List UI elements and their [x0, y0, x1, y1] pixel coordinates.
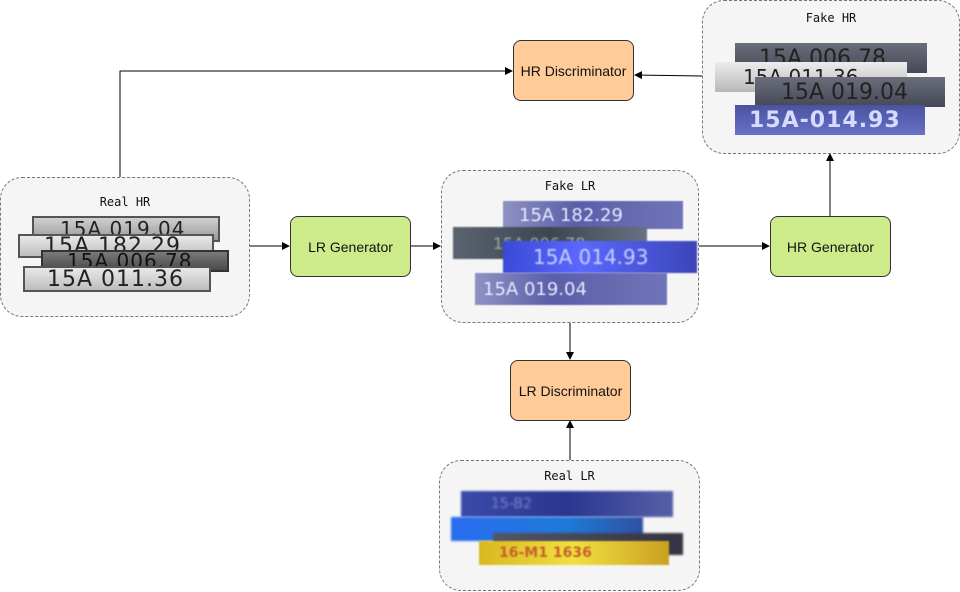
hr-discriminator-node: HR Discriminator — [513, 40, 634, 101]
real-hr-title: Real HR — [99, 195, 151, 209]
fake-lr-plate-image: 15A 014.93 — [503, 241, 697, 273]
real-lr-plate-image: 15-B2 — [461, 491, 673, 517]
fake-hr-title: Fake HR — [805, 11, 857, 25]
real-hr-plate-image: 15A 011.36 — [23, 266, 211, 292]
arrow-fakehr-to-hrdisc — [634, 71, 703, 80]
real-lr-plate-image: 16-M1 1636 — [479, 541, 669, 565]
fake-lr-plate-image: 15A 019.04 — [475, 273, 667, 305]
fake-hr-plate-image: 15A-014.93 — [735, 105, 925, 135]
fake-lr-title: Fake LR — [544, 179, 596, 193]
real-hr-group: Real HR 15A 019.04 15A 182.29 15A 006.78… — [0, 177, 250, 317]
fake-hr-group: Fake HR 15A 006.78 15A 011.36 15A 019.04… — [702, 0, 960, 154]
fake-lr-plate-image: 15A 182.29 — [503, 201, 683, 229]
real-lr-group: Real LR 15-B2 16-M1 1636 — [439, 460, 700, 591]
fake-lr-group: Fake LR 15A 182.29 15A 006.78 15A 014.93… — [441, 170, 699, 323]
arrow-realhr-to-hrdisc — [119, 67, 513, 177]
lr-generator-node: LR Generator — [290, 216, 411, 277]
hr-generator-node: HR Generator — [770, 216, 891, 277]
fake-hr-plate-image: 15A 019.04 — [755, 77, 945, 107]
real-lr-title: Real LR — [544, 469, 595, 483]
lr-discriminator-node: LR Discriminator — [510, 360, 631, 421]
